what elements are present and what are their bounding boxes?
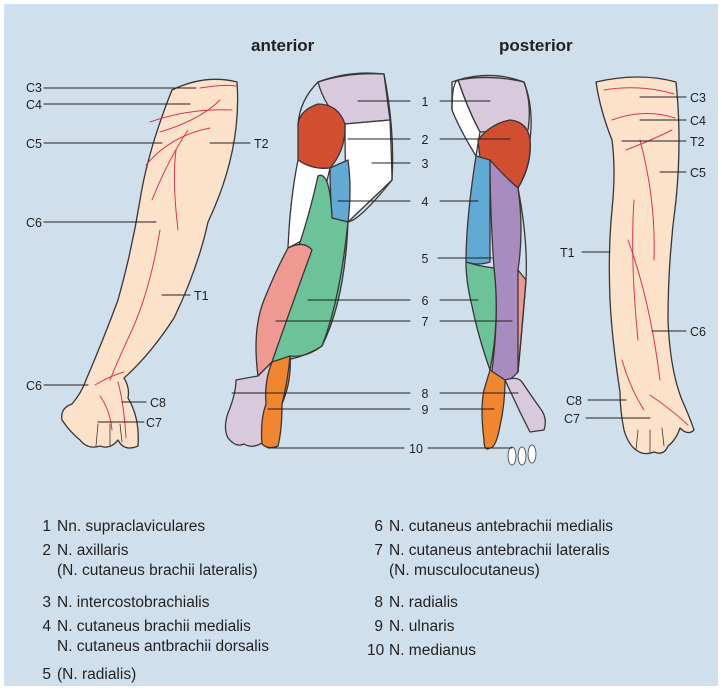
left-label-c6: C6 (26, 216, 42, 230)
right-label-c6: C6 (690, 325, 706, 339)
left-label-c6-lower: C6 (26, 379, 42, 393)
callout-6: 6 (422, 294, 429, 308)
legend-name: N. axillaris (57, 542, 128, 559)
legend-item: 3 N. intercostobrachialis (35, 593, 209, 613)
legend-name: N. cutaneus antebrachii medialis (389, 518, 613, 535)
anterior-region-4 (330, 160, 350, 222)
right-label-c3: C3 (690, 91, 706, 105)
posterior-title: posterior (499, 36, 573, 56)
callout-7: 7 (422, 315, 429, 329)
legend-item: 8 N. radialis (367, 593, 458, 613)
right-label-c5: C5 (690, 166, 706, 180)
right-dermatome-arm (596, 77, 694, 454)
legend-name: (N. radialis) (57, 666, 136, 683)
legend-item: 1 Nn. supraclaviculares (35, 517, 205, 537)
legend-number: 9 (367, 617, 383, 637)
legend-number: 2 (35, 541, 51, 561)
legend-name: N. cutaneus antebrachii lateralis (389, 542, 610, 559)
left-label-c8: C8 (150, 396, 166, 410)
anterior-region-2 (298, 104, 345, 168)
callout-10: 10 (409, 442, 423, 456)
callout-4: 4 (422, 195, 429, 209)
legend-name: Nn. supraclaviculares (57, 518, 205, 535)
legend-subname: N. cutaneus antbrachii dorsalis (35, 637, 269, 657)
callout-1: 1 (422, 95, 429, 109)
callout-5: 5 (422, 252, 429, 266)
legend-number: 6 (367, 517, 383, 537)
legend-item: 5 (N. radialis) (35, 665, 136, 685)
posterior-region-6 (466, 262, 496, 370)
right-label-c7: C7 (564, 412, 580, 426)
right-label-t2: T2 (690, 135, 705, 149)
legend-item: 7 N. cutaneus antebrachii lateralis (N. m… (367, 541, 610, 581)
legend-number: 4 (35, 617, 51, 637)
legend-item: 2 N. axillaris (N. cutaneus brachii later… (35, 541, 258, 581)
left-label-c5: C5 (26, 137, 42, 151)
legend-subname: (N. cutaneus brachii lateralis) (35, 561, 258, 581)
legend-number: 10 (367, 641, 383, 661)
legend-name: N. radialis (389, 594, 458, 611)
callout-9: 9 (422, 403, 429, 417)
left-label-c3: C3 (26, 81, 42, 95)
callout-3: 3 (422, 157, 429, 171)
legend-name: N. ulnaris (389, 618, 454, 635)
legend-number: 8 (367, 593, 383, 613)
arm-nerve-diagram: C3 C4 C5 C6 T2 T1 C6 C8 C7 C3 C4 T2 C5 T… (0, 0, 722, 500)
right-arm-silhouette (596, 77, 694, 454)
legend-number: 7 (367, 541, 383, 561)
posterior-region-8 (505, 378, 545, 432)
anterior-title: anterior (251, 36, 314, 56)
right-label-c4: C4 (690, 114, 706, 128)
legend-name: N. medianus (389, 642, 476, 659)
legend-item: 6 N. cutaneus antebrachii medialis (367, 517, 613, 537)
legend-item: 9 N. ulnaris (367, 617, 454, 637)
legend-number: 1 (35, 517, 51, 537)
callout-2: 2 (422, 133, 429, 147)
legend-item: 4 N. cutaneus brachii medialis N. cutaneu… (35, 617, 269, 657)
posterior-nerve-arm (452, 75, 545, 465)
left-dermatome-arm (62, 79, 238, 448)
legend-name: N. intercostobrachialis (57, 594, 209, 611)
posterior-region-4 (466, 156, 490, 264)
legend-subname: (N. musculocutaneus) (367, 561, 610, 581)
legend-number: 3 (35, 593, 51, 613)
left-label-c7: C7 (146, 416, 162, 430)
left-label-t1: T1 (194, 289, 209, 303)
legend-item: 10 N. medianus (367, 641, 476, 661)
left-label-c4: C4 (26, 98, 42, 112)
right-label-c8: C8 (566, 394, 582, 408)
left-arm-silhouette (62, 79, 238, 448)
left-label-t2: T2 (254, 137, 269, 151)
anterior-nerve-arm (225, 73, 392, 448)
callout-8: 8 (422, 387, 429, 401)
legend-name: N. cutaneus brachii medialis (57, 618, 251, 635)
legend-number: 5 (35, 665, 51, 685)
right-label-t1: T1 (560, 246, 575, 260)
